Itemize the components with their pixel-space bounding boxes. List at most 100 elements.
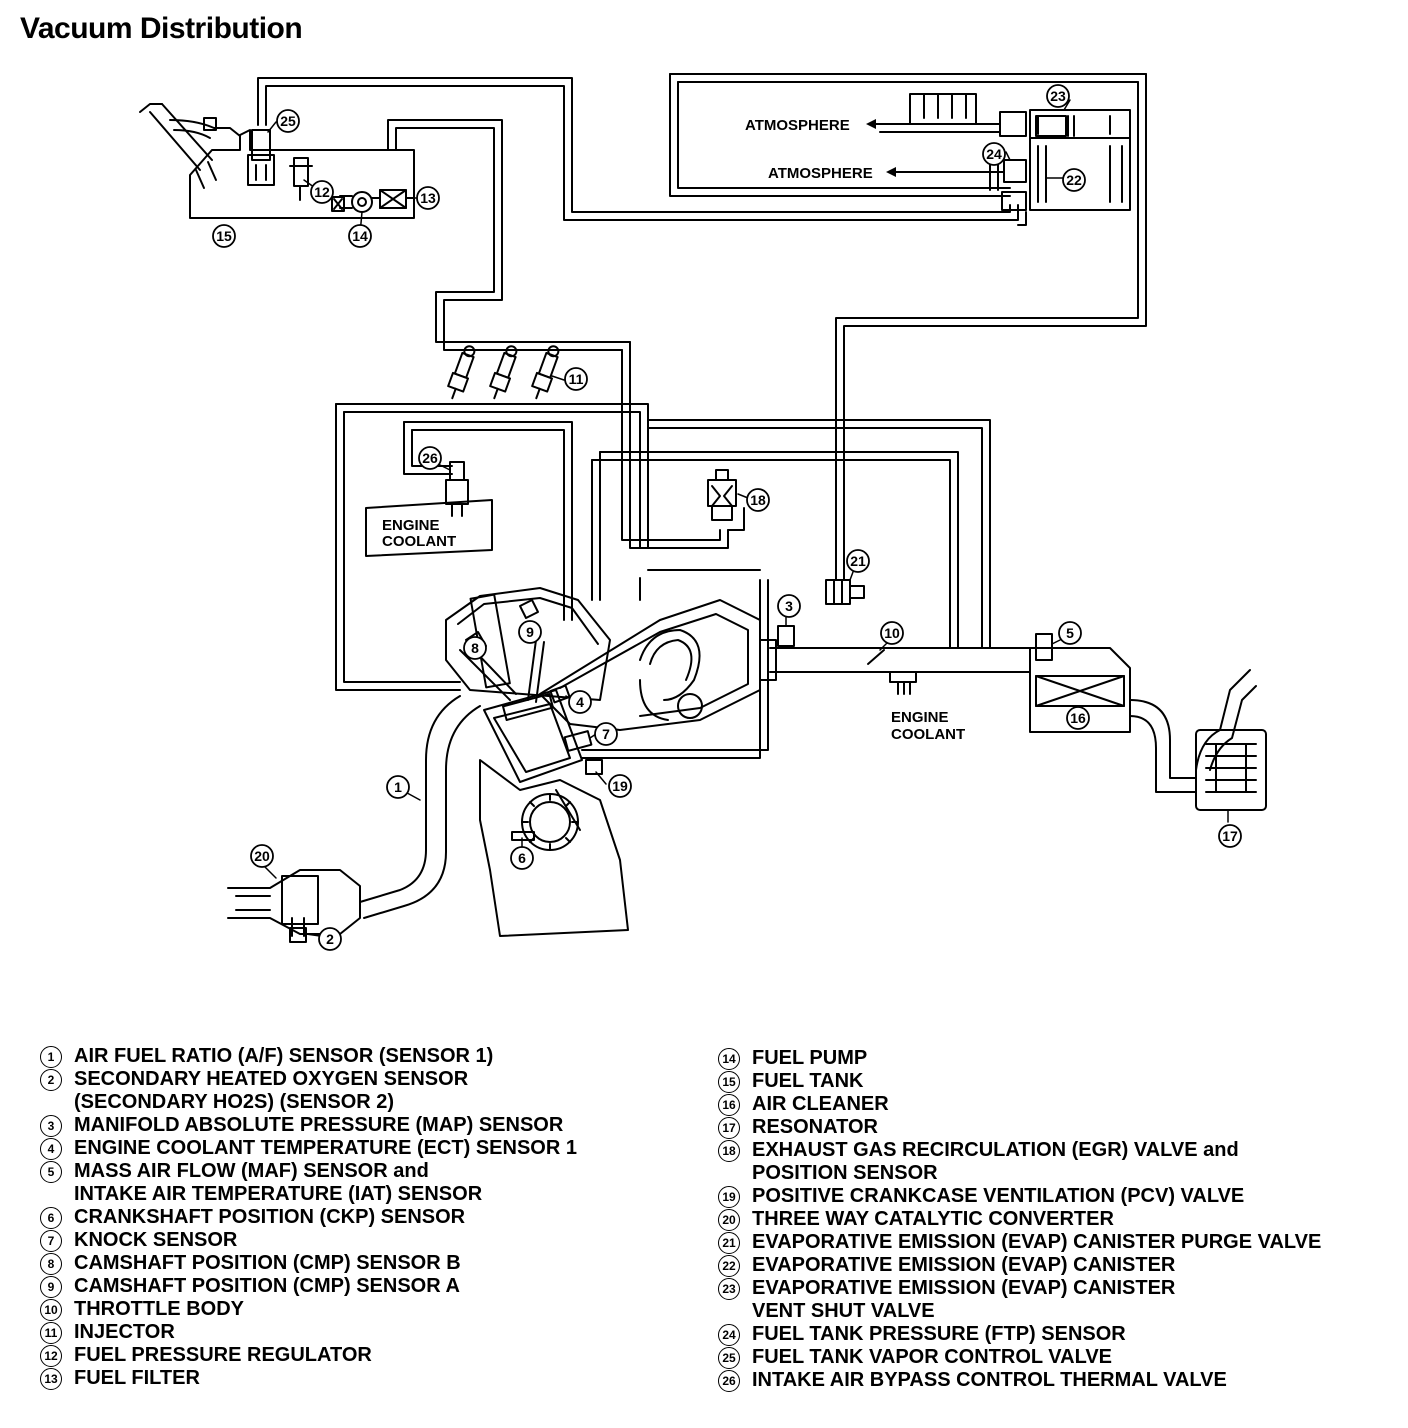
legend-text: FUEL FILTER	[74, 1367, 200, 1390]
legend-number: 13	[40, 1368, 62, 1390]
callout-number: 20	[254, 848, 270, 864]
callout-circle	[463, 636, 487, 660]
legend-text-line: INTAKE AIR BYPASS CONTROL THERMAL VALVE	[752, 1369, 1227, 1391]
callout-circle	[348, 224, 372, 248]
legend-number: 15	[718, 1071, 740, 1093]
callout-circle	[276, 109, 300, 133]
callout-20: 20	[250, 844, 274, 868]
legend-text: FUEL TANK VAPOR CONTROL VALVE	[752, 1346, 1112, 1369]
legend-text-line: FUEL TANK	[752, 1070, 864, 1092]
callout-18: 18	[746, 488, 770, 512]
legend-text-line: CAMSHAFT POSITION (CMP) SENSOR B	[74, 1252, 461, 1274]
callout-number: 11	[569, 371, 584, 387]
legend-number: 4	[40, 1138, 62, 1160]
callout-3: 3	[777, 594, 801, 618]
atmosphere-label-lower: ATMOSPHERE	[768, 165, 873, 182]
callout-circle	[564, 367, 588, 391]
legend-text-line: EVAPORATIVE EMISSION (EVAP) CANISTER PUR…	[752, 1231, 1322, 1253]
legend-text: POSITIVE CRANKCASE VENTILATION (PCV) VAL…	[752, 1185, 1244, 1208]
callout-number: 8	[471, 640, 479, 656]
callout-26: 26	[418, 446, 442, 470]
callout-circle	[846, 549, 870, 573]
legend-number: 8	[40, 1253, 62, 1275]
callout-circle	[212, 224, 236, 248]
callout-number: 24	[986, 146, 1002, 162]
callout-number: 14	[352, 228, 368, 244]
legend-text-line: INTAKE AIR TEMPERATURE (IAT) SENSOR	[74, 1183, 483, 1205]
legend-number: 7	[40, 1230, 62, 1252]
legend-item-2: 2 SECONDARY HEATED OXYGEN SENSOR(SECONDAR…	[40, 1068, 577, 1114]
legend-item-15: 15 FUEL TANK	[718, 1070, 1321, 1093]
callout-circle	[594, 722, 618, 746]
callout-9: 9	[518, 620, 542, 644]
legend-text-line: FUEL FILTER	[74, 1367, 200, 1389]
legend-text-line: ENGINE COOLANT TEMPERATURE (ECT) SENSOR …	[74, 1137, 577, 1159]
legend-text-line: AIR FUEL RATIO (A/F) SENSOR (SENSOR 1)	[74, 1045, 494, 1067]
callout-1: 1	[386, 775, 410, 799]
thermal-valve-and-coolant-pipe	[365, 461, 493, 557]
callout-number: 2	[326, 931, 334, 947]
legend-text-line: (SECONDARY HO2S) (SENSOR 2)	[74, 1091, 395, 1113]
callout-23: 23	[1046, 84, 1070, 108]
legend-text-line: POSITION SENSOR	[752, 1162, 938, 1184]
legend-text-line: EXHAUST GAS RECIRCULATION (EGR) VALVE an…	[752, 1139, 1239, 1161]
legend-text: SECONDARY HEATED OXYGEN SENSOR(SECONDARY…	[74, 1068, 468, 1114]
legend-item-19: 19 POSITIVE CRANKCASE VENTILATION (PCV) V…	[718, 1185, 1321, 1208]
legend-number: 12	[40, 1345, 62, 1367]
legend-item-4: 4 ENGINE COOLANT TEMPERATURE (ECT) SENSOR…	[40, 1137, 577, 1160]
legend-number: 19	[718, 1186, 740, 1208]
legend-number: 5	[40, 1161, 62, 1183]
purge-valve	[825, 579, 865, 605]
callout-number: 15	[216, 228, 232, 244]
legend-text-line: MANIFOLD ABSOLUTE PRESSURE (MAP) SENSOR	[74, 1114, 564, 1136]
legend-number: 23	[718, 1278, 740, 1300]
legend-text: CAMSHAFT POSITION (CMP) SENSOR B	[74, 1252, 461, 1275]
legend-number: 24	[718, 1324, 740, 1346]
callout-circle	[250, 844, 274, 868]
engine-coolant-label-2-line2: COOLANT	[891, 726, 965, 743]
legend-number: 1	[40, 1046, 62, 1068]
callout-13: 13	[416, 186, 440, 210]
legend-text-line: THREE WAY CATALYTIC CONVERTER	[752, 1208, 1114, 1230]
callout-8: 8	[463, 636, 487, 660]
legend-text-line: FUEL PRESSURE REGULATOR	[74, 1344, 372, 1366]
callout-7: 7	[594, 722, 618, 746]
callout-circle	[510, 846, 534, 870]
callout-number: 18	[750, 492, 766, 508]
callout-2: 2	[318, 927, 342, 951]
legend-text: EVAPORATIVE EMISSION (EVAP) CANISTER	[752, 1254, 1175, 1277]
legend-number: 22	[718, 1255, 740, 1277]
callout-circle	[1058, 621, 1082, 645]
legend-text-line: POSITIVE CRANKCASE VENTILATION (PCV) VAL…	[752, 1185, 1245, 1207]
legend-text-line: SECONDARY HEATED OXYGEN SENSOR	[74, 1068, 469, 1090]
callout-circle	[418, 446, 442, 470]
callout-number: 25	[280, 113, 296, 129]
atmosphere-label-upper: ATMOSPHERE	[745, 117, 850, 134]
callout-circle	[777, 594, 801, 618]
callout-4: 4	[568, 690, 592, 714]
callout-number: 9	[526, 624, 534, 640]
callout-16: 16	[1066, 706, 1090, 730]
callout-circle	[416, 186, 440, 210]
legend-text-line: FUEL PUMP	[752, 1047, 868, 1069]
resonator	[1195, 729, 1267, 811]
legend-text: ENGINE COOLANT TEMPERATURE (ECT) SENSOR …	[74, 1137, 577, 1160]
vacuum-hoses	[257, 73, 1257, 919]
callout-number: 7	[602, 726, 610, 742]
legend-number: 2	[40, 1069, 62, 1091]
atmosphere-arrows	[866, 119, 917, 177]
legend-number: 16	[718, 1094, 740, 1116]
